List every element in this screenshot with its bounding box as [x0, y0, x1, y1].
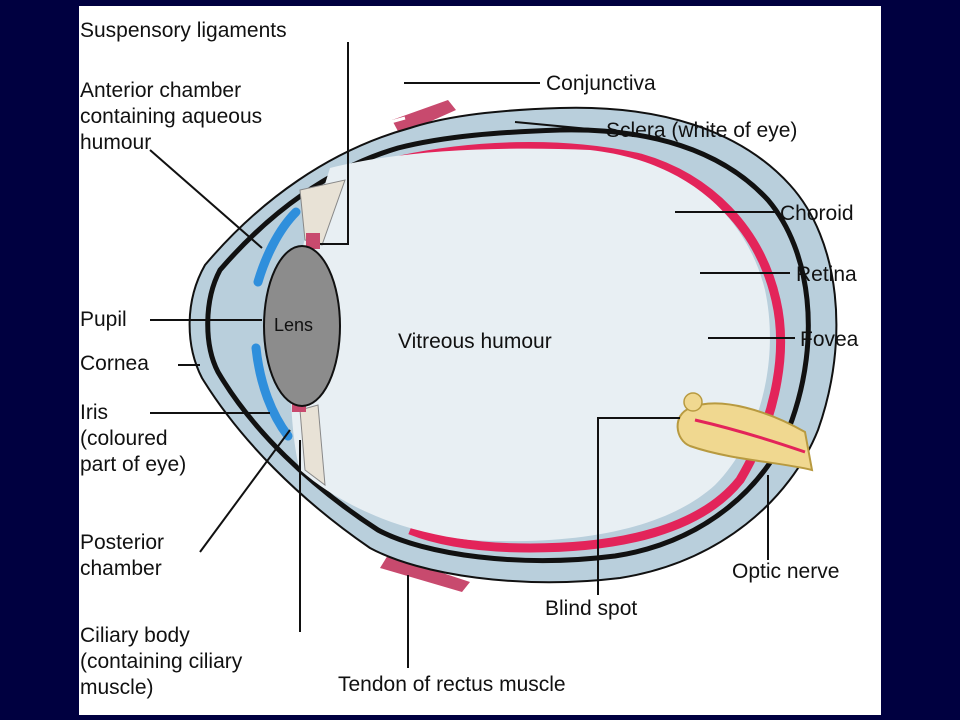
label-cornea: Cornea — [80, 352, 149, 375]
lower-rectus-muscle — [380, 555, 470, 592]
label-posterior-chamber-1: Posterior — [80, 531, 164, 554]
leader-sclera — [514, 121, 601, 131]
label-sclera: Sclera (white of eye) — [606, 119, 797, 142]
label-blind-spot: Blind spot — [545, 597, 637, 620]
lens — [263, 245, 341, 407]
optic-nerve-vessel — [694, 418, 806, 454]
label-ciliary-body-1: Ciliary body — [80, 624, 190, 647]
label-anterior-chamber-1: Anterior chamber — [80, 79, 241, 102]
label-iris-1: Iris — [80, 401, 108, 424]
vitreous-body — [290, 148, 770, 542]
retina-layer — [399, 141, 786, 553]
label-anterior-chamber-3: humour — [80, 131, 151, 154]
label-iris-3: part of eye) — [80, 453, 186, 476]
label-ciliary-body-3: muscle) — [80, 676, 154, 699]
label-choroid: Choroid — [780, 202, 854, 225]
label-iris-2: (coloured — [80, 427, 168, 450]
label-anterior-chamber-2: containing aqueous — [80, 105, 262, 128]
label-conjunctiva: Conjunctiva — [546, 72, 656, 95]
label-pupil: Pupil — [80, 308, 127, 331]
label-vitreous-humour: Vitreous humour — [398, 330, 552, 353]
leader-posterior-chamber — [199, 429, 291, 553]
optic-nerve — [676, 402, 814, 472]
label-ciliary-body-2: (containing ciliary — [80, 650, 243, 673]
leader-anterior-chamber — [149, 149, 263, 249]
leader-blind-spot — [597, 417, 680, 595]
choroid-layer — [205, 127, 811, 564]
upper-suspensory-ligament — [306, 233, 320, 249]
label-fovea: Fovea — [800, 328, 859, 351]
label-optic-nerve: Optic nerve — [732, 560, 839, 583]
lower-iris — [251, 343, 293, 441]
leader-suspensory-ligaments — [320, 42, 349, 245]
blind-spot-disc — [683, 392, 703, 412]
cornea — [181, 116, 406, 554]
lower-ciliary-body — [299, 404, 326, 487]
label-posterior-chamber-2: chamber — [80, 557, 162, 580]
label-lens: Lens — [274, 315, 313, 335]
label-suspensory-ligaments: Suspensory ligaments — [80, 19, 287, 42]
label-tendon: Tendon of rectus muscle — [338, 673, 566, 696]
upper-rectus-muscle — [392, 100, 456, 135]
label-retina: Retina — [796, 263, 857, 286]
upper-iris — [253, 207, 301, 287]
